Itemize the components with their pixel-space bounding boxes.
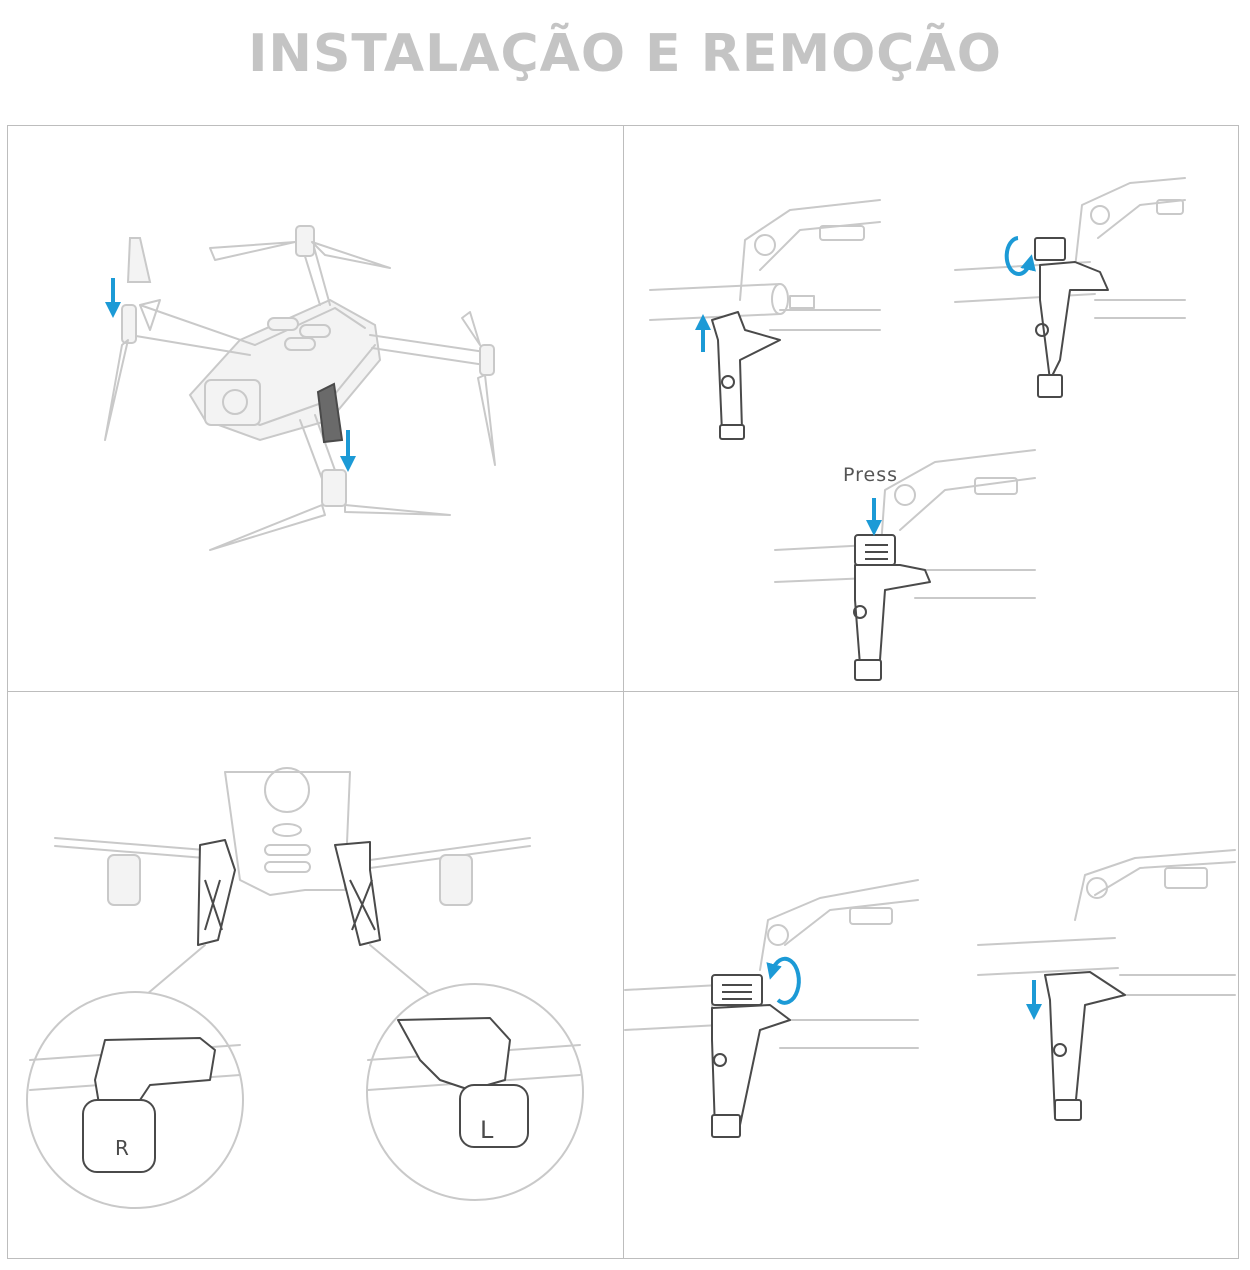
vertical-divider bbox=[623, 125, 624, 1259]
panel-install-overview bbox=[104, 225, 496, 551]
panel-removal-steps bbox=[624, 849, 1236, 1138]
rotate-arrow-icon bbox=[1004, 236, 1036, 276]
zoom-circle-left: L bbox=[366, 983, 584, 1201]
arm-clip-step-a bbox=[649, 199, 881, 440]
arm-clip-step-c bbox=[774, 449, 1036, 681]
zoom-circle-right: R bbox=[26, 991, 244, 1209]
page-title: INSTALAÇÃO E REMOÇÃO bbox=[248, 24, 1002, 84]
rotate-arrow-icon bbox=[766, 956, 801, 1005]
marker-left-label: L bbox=[480, 1116, 494, 1144]
drone-illustration bbox=[104, 225, 496, 551]
horizontal-divider bbox=[7, 691, 1239, 692]
arm-clip-removal-b bbox=[977, 849, 1236, 1121]
marker-right-label: R bbox=[115, 1136, 129, 1160]
arm-clip-removal-a bbox=[624, 879, 919, 1138]
panel-left-right-markers: R L bbox=[26, 767, 584, 1209]
arm-clip-step-b bbox=[954, 177, 1186, 398]
press-label: Press bbox=[843, 464, 899, 486]
panel-attach-steps bbox=[649, 177, 1186, 681]
drone-front-view bbox=[54, 767, 531, 946]
